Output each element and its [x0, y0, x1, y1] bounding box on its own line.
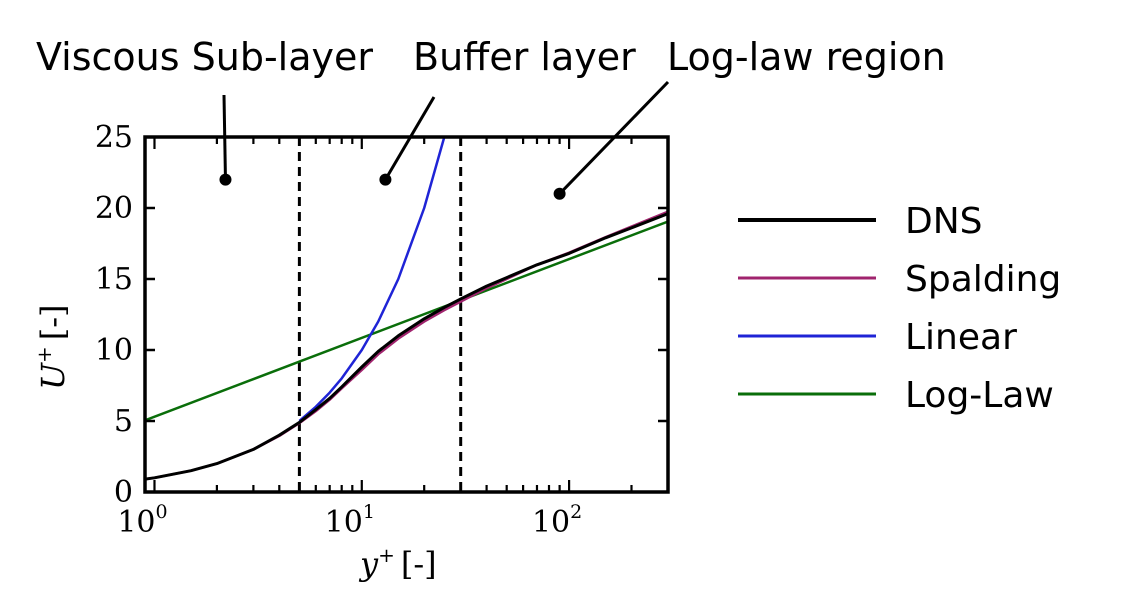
y-axis-label-sup: +: [32, 346, 56, 363]
x-tick-label-exp-2: 2: [570, 501, 582, 523]
annotation-viscous-sublayer: Viscous Sub-layer: [36, 35, 373, 79]
legend-label-1: Spalding: [905, 259, 1061, 300]
legend-label-2: Linear: [905, 317, 1017, 358]
x-tick-label-base-0: 10: [117, 505, 155, 540]
y-tick-label-0: 0: [114, 475, 133, 510]
y-axis-label-base: U: [34, 362, 72, 390]
y-tick-label-4: 20: [95, 191, 133, 226]
x-tick-label-1: 101: [325, 501, 375, 540]
x-axis-label: y+[-]: [358, 543, 437, 583]
x-tick-label-base-1: 10: [325, 505, 363, 540]
annotation-pointer-dot-1: [379, 173, 392, 186]
annotation-pointer-dot-2: [553, 187, 566, 200]
x-tick-label-2: 102: [532, 501, 582, 540]
annotation-buffer-layer: Buffer layer: [413, 35, 636, 79]
x-axis-label-sup: +: [378, 543, 395, 567]
series-line-dns: [145, 212, 668, 481]
series-group: [145, 137, 668, 481]
y-tick-label-5: 25: [95, 120, 133, 155]
x-tick-label-exp-0: 0: [156, 501, 168, 523]
series-line-log-law: [145, 220, 668, 422]
annotation-log-law-region: Log-law region: [667, 35, 946, 79]
x-tick-label-0: 100: [117, 501, 167, 540]
legend-label-3: Log-Law: [905, 375, 1054, 416]
y-axis-label: U+ [-]: [32, 304, 72, 390]
x-tick-label-base-2: 10: [532, 505, 570, 540]
y-axis-label-unit: [-]: [34, 304, 72, 340]
axis-ticks: [145, 135, 670, 494]
y-tick-labels: 0 5 10 15 20 25: [95, 120, 133, 510]
x-axis-label-unit: [-]: [401, 545, 437, 583]
y-tick-label-1: 5: [114, 404, 133, 439]
y-tick-label-2: 10: [95, 333, 133, 368]
x-tick-label-exp-1: 1: [363, 501, 375, 523]
legend-label-0: DNS: [905, 201, 983, 242]
y-tick-label-3: 15: [95, 262, 133, 297]
annotation-pointer-dot-0: [219, 173, 232, 186]
plot-frame: [143, 135, 670, 494]
series-line-linear: [298, 137, 446, 422]
x-axis-label-base: y: [358, 545, 379, 583]
